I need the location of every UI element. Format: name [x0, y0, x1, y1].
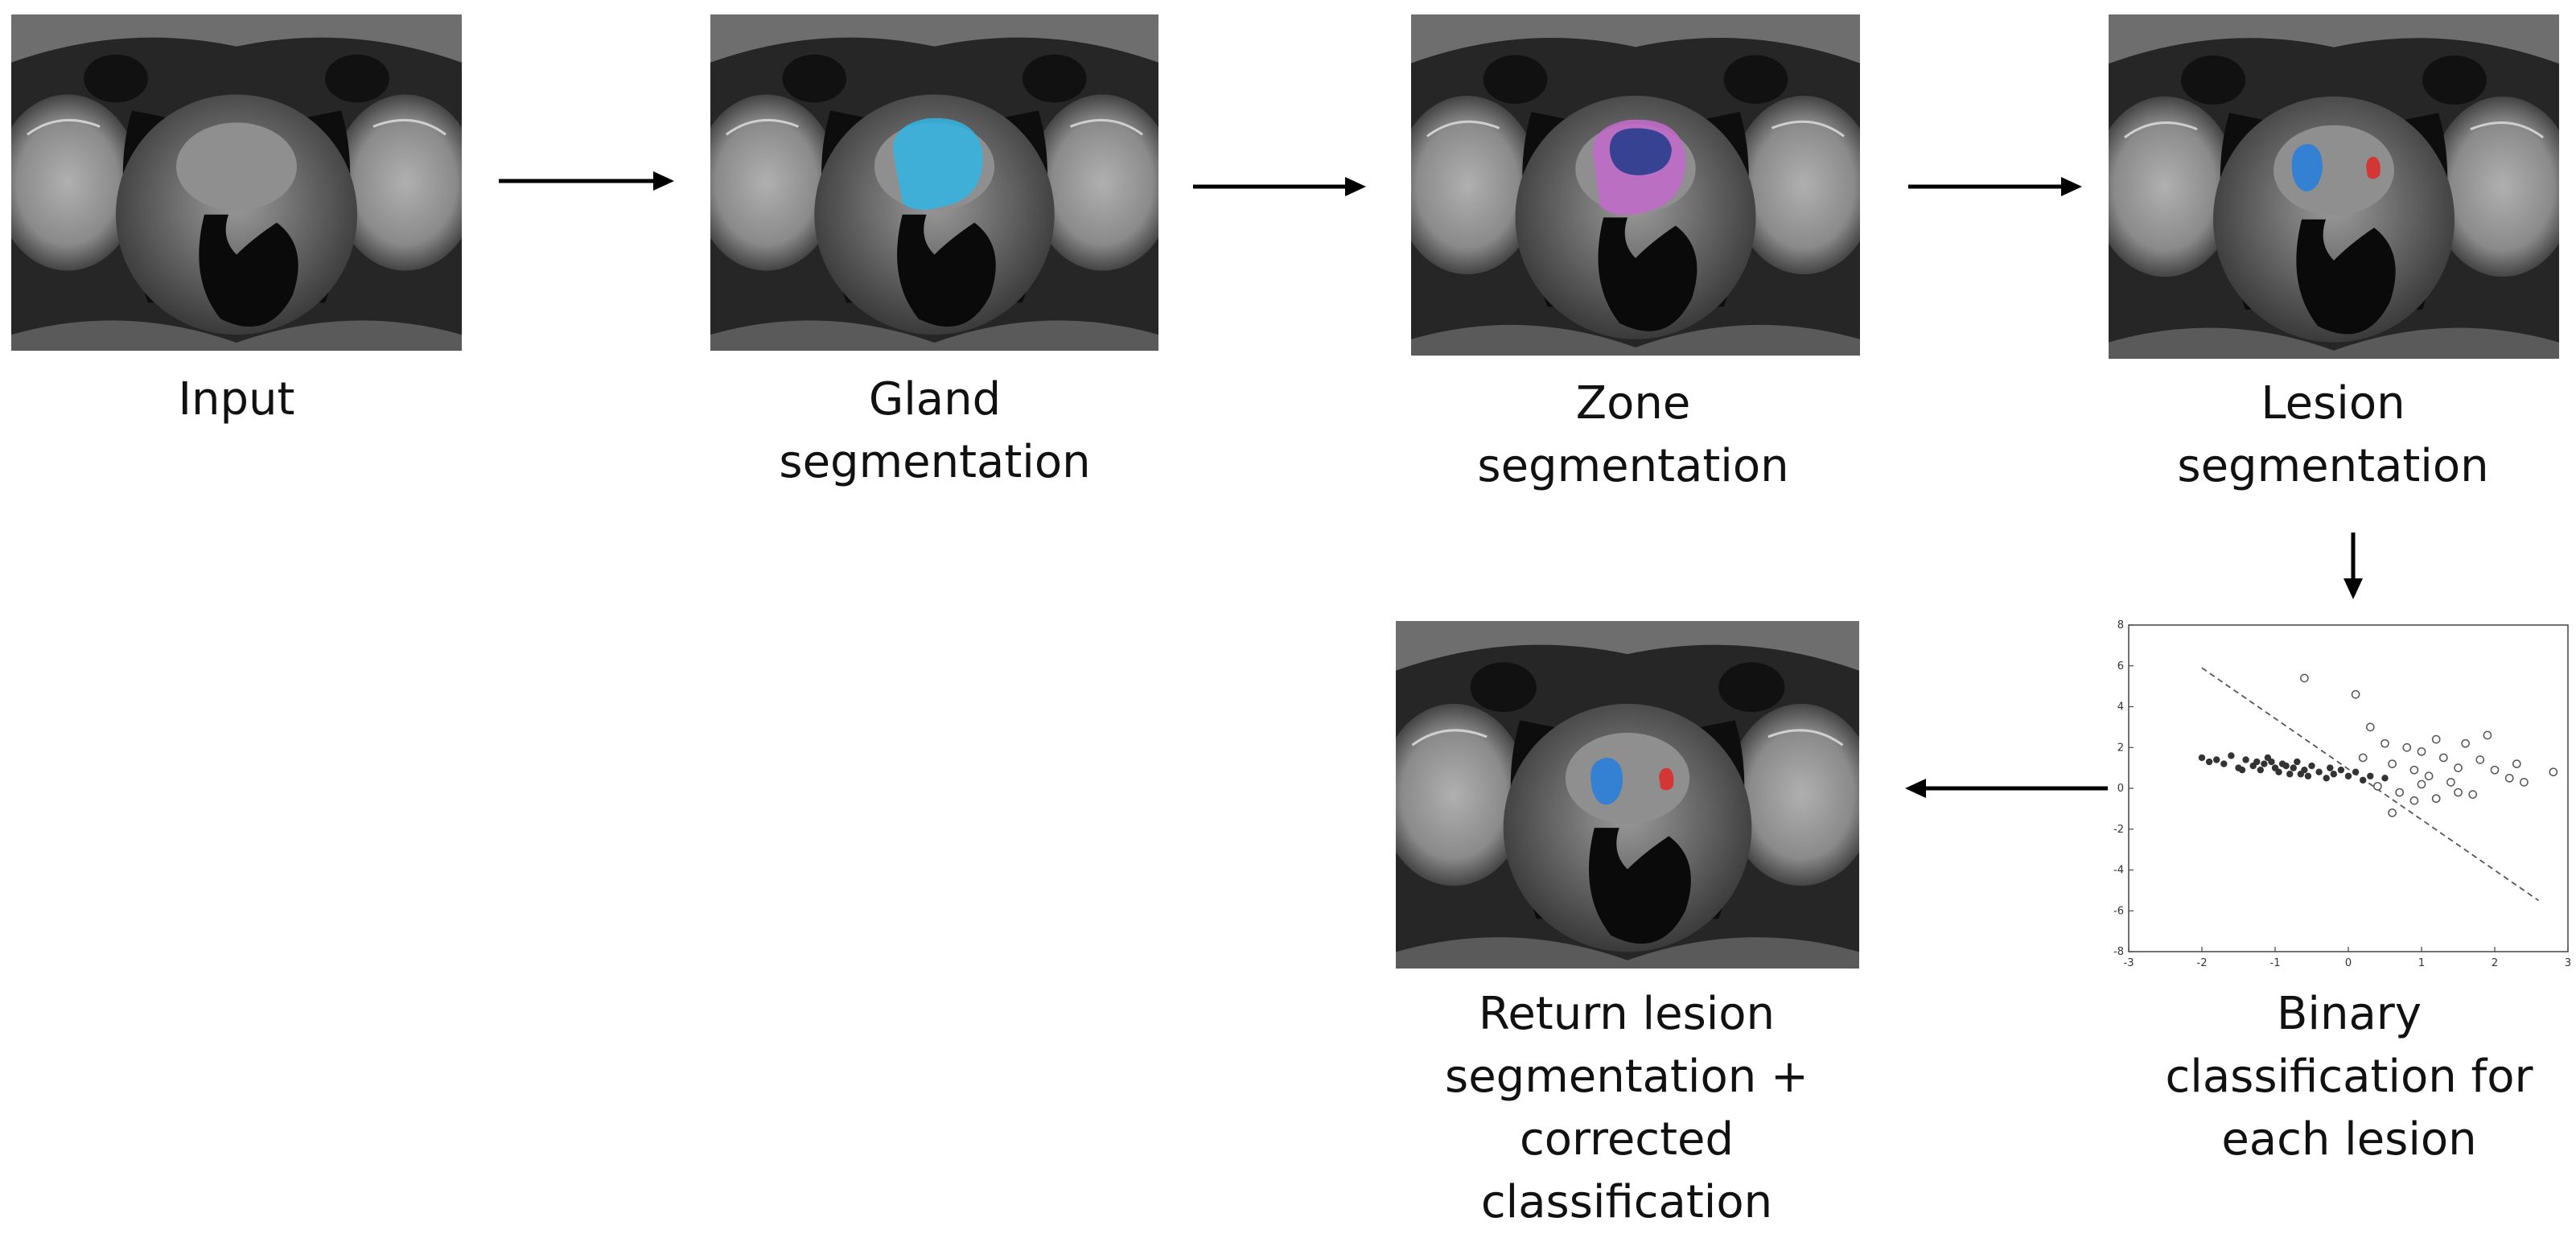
y-tick-label: 0 — [2117, 783, 2124, 795]
y-tick-label: 2 — [2117, 742, 2124, 754]
data-point-class-1 — [2351, 689, 2360, 699]
data-point-class-0 — [2294, 758, 2301, 766]
data-point-class-1 — [2461, 738, 2470, 748]
data-point-class-0 — [2257, 766, 2264, 774]
mri-zone-segmentation-image — [1411, 14, 1860, 356]
lesion-red-overlay — [2366, 157, 2381, 179]
data-point-class-0 — [2323, 775, 2330, 782]
binary-classification-scatter-plot: -3 -2 -1 0 1 2 3 -8 -6 -4 -2 0 2 4 6 8 — [2097, 615, 2576, 973]
data-point-class-0 — [2253, 758, 2261, 766]
data-point-class-1 — [2388, 808, 2397, 817]
x-tick-label: 1 — [2418, 957, 2425, 969]
data-point-class-1 — [2483, 730, 2492, 740]
y-tick-label: 8 — [2117, 619, 2124, 631]
data-point-class-0 — [2261, 760, 2268, 767]
result-lesion-red-overlay — [1659, 767, 1674, 791]
x-tick-label: 3 — [2565, 957, 2571, 969]
data-point-class-1 — [2381, 738, 2389, 748]
data-point-class-0 — [2327, 764, 2334, 771]
data-point-class-1 — [2358, 753, 2368, 763]
gland-overlay — [893, 117, 983, 210]
data-point-class-1 — [2512, 759, 2521, 768]
data-point-class-0 — [2297, 771, 2305, 778]
data-point-class-0 — [2315, 768, 2323, 775]
data-point-class-1 — [2475, 755, 2485, 764]
data-point-class-1 — [2424, 771, 2434, 781]
result-lesion-blue-overlay — [1590, 757, 1623, 805]
data-point-class-1 — [2446, 778, 2455, 787]
data-point-class-1 — [2520, 778, 2529, 787]
data-point-class-0 — [2381, 775, 2389, 782]
data-point-class-0 — [2286, 771, 2294, 778]
y-tick-label: 4 — [2117, 701, 2124, 714]
data-point-class-1 — [2373, 782, 2382, 791]
data-point-class-0 — [2205, 758, 2213, 766]
data-point-class-0 — [2360, 776, 2367, 784]
x-tick-label: -2 — [2197, 957, 2208, 969]
mri-result-image — [1396, 621, 1859, 969]
data-point-class-1 — [2388, 759, 2397, 768]
mri-lesion-segmentation-image — [2109, 14, 2559, 359]
lesion-blue-overlay — [2291, 144, 2323, 192]
data-point-class-1 — [2454, 763, 2463, 772]
y-tick-label: -6 — [2113, 905, 2124, 917]
data-point-class-0 — [2352, 768, 2360, 775]
data-point-class-0 — [2290, 764, 2297, 771]
data-point-class-1 — [2402, 742, 2412, 752]
data-point-class-0 — [2228, 752, 2235, 759]
data-point-class-0 — [2220, 760, 2228, 767]
mri-input-image — [11, 14, 462, 351]
transition-zone-overlay — [1609, 128, 1672, 175]
data-point-class-0 — [2337, 766, 2345, 774]
data-point-class-0 — [2238, 766, 2246, 774]
data-point-class-0 — [2304, 772, 2312, 779]
data-point-class-1 — [2417, 747, 2426, 756]
x-tick-label: 0 — [2345, 957, 2352, 969]
data-point-class-0 — [2268, 758, 2275, 766]
data-point-class-0 — [2242, 756, 2249, 763]
x-tick-label: -3 — [2124, 957, 2134, 969]
x-tick-label: -1 — [2270, 957, 2281, 969]
data-point-class-1 — [2431, 794, 2441, 804]
data-point-class-1 — [2417, 779, 2426, 789]
mri-gland-segmentation-image — [710, 14, 1158, 351]
y-tick-label: -8 — [2113, 946, 2124, 958]
data-point-class-1 — [2395, 788, 2405, 797]
data-point-class-0 — [2344, 772, 2352, 779]
data-point-class-0 — [2198, 754, 2206, 762]
data-point-class-1 — [2409, 765, 2419, 775]
data-point-class-1 — [2431, 734, 2441, 744]
data-point-class-1 — [2454, 788, 2463, 797]
x-tick-label: 2 — [2492, 957, 2498, 969]
data-point-class-1 — [2549, 767, 2558, 777]
data-point-class-0 — [2308, 762, 2315, 770]
data-point-class-1 — [2468, 790, 2478, 799]
data-point-class-0 — [2275, 768, 2282, 775]
data-point-class-1 — [2438, 753, 2448, 763]
caption-input: Input — [178, 373, 295, 426]
data-point-class-1 — [2365, 722, 2375, 732]
y-tick-label: -2 — [2113, 824, 2124, 836]
data-point-class-0 — [2213, 756, 2220, 763]
data-point-class-1 — [2504, 773, 2514, 783]
data-point-class-0 — [2330, 771, 2337, 778]
y-tick-label: 6 — [2117, 660, 2124, 672]
data-point-class-1 — [2409, 796, 2419, 805]
data-point-class-0 — [2367, 772, 2374, 779]
data-point-class-1 — [2300, 673, 2309, 683]
plot-frame — [2128, 624, 2569, 952]
data-point-class-0 — [2282, 762, 2290, 770]
decision-boundary-line — [2201, 667, 2540, 902]
y-tick-label: -4 — [2113, 865, 2124, 877]
data-point-class-1 — [2490, 765, 2500, 775]
